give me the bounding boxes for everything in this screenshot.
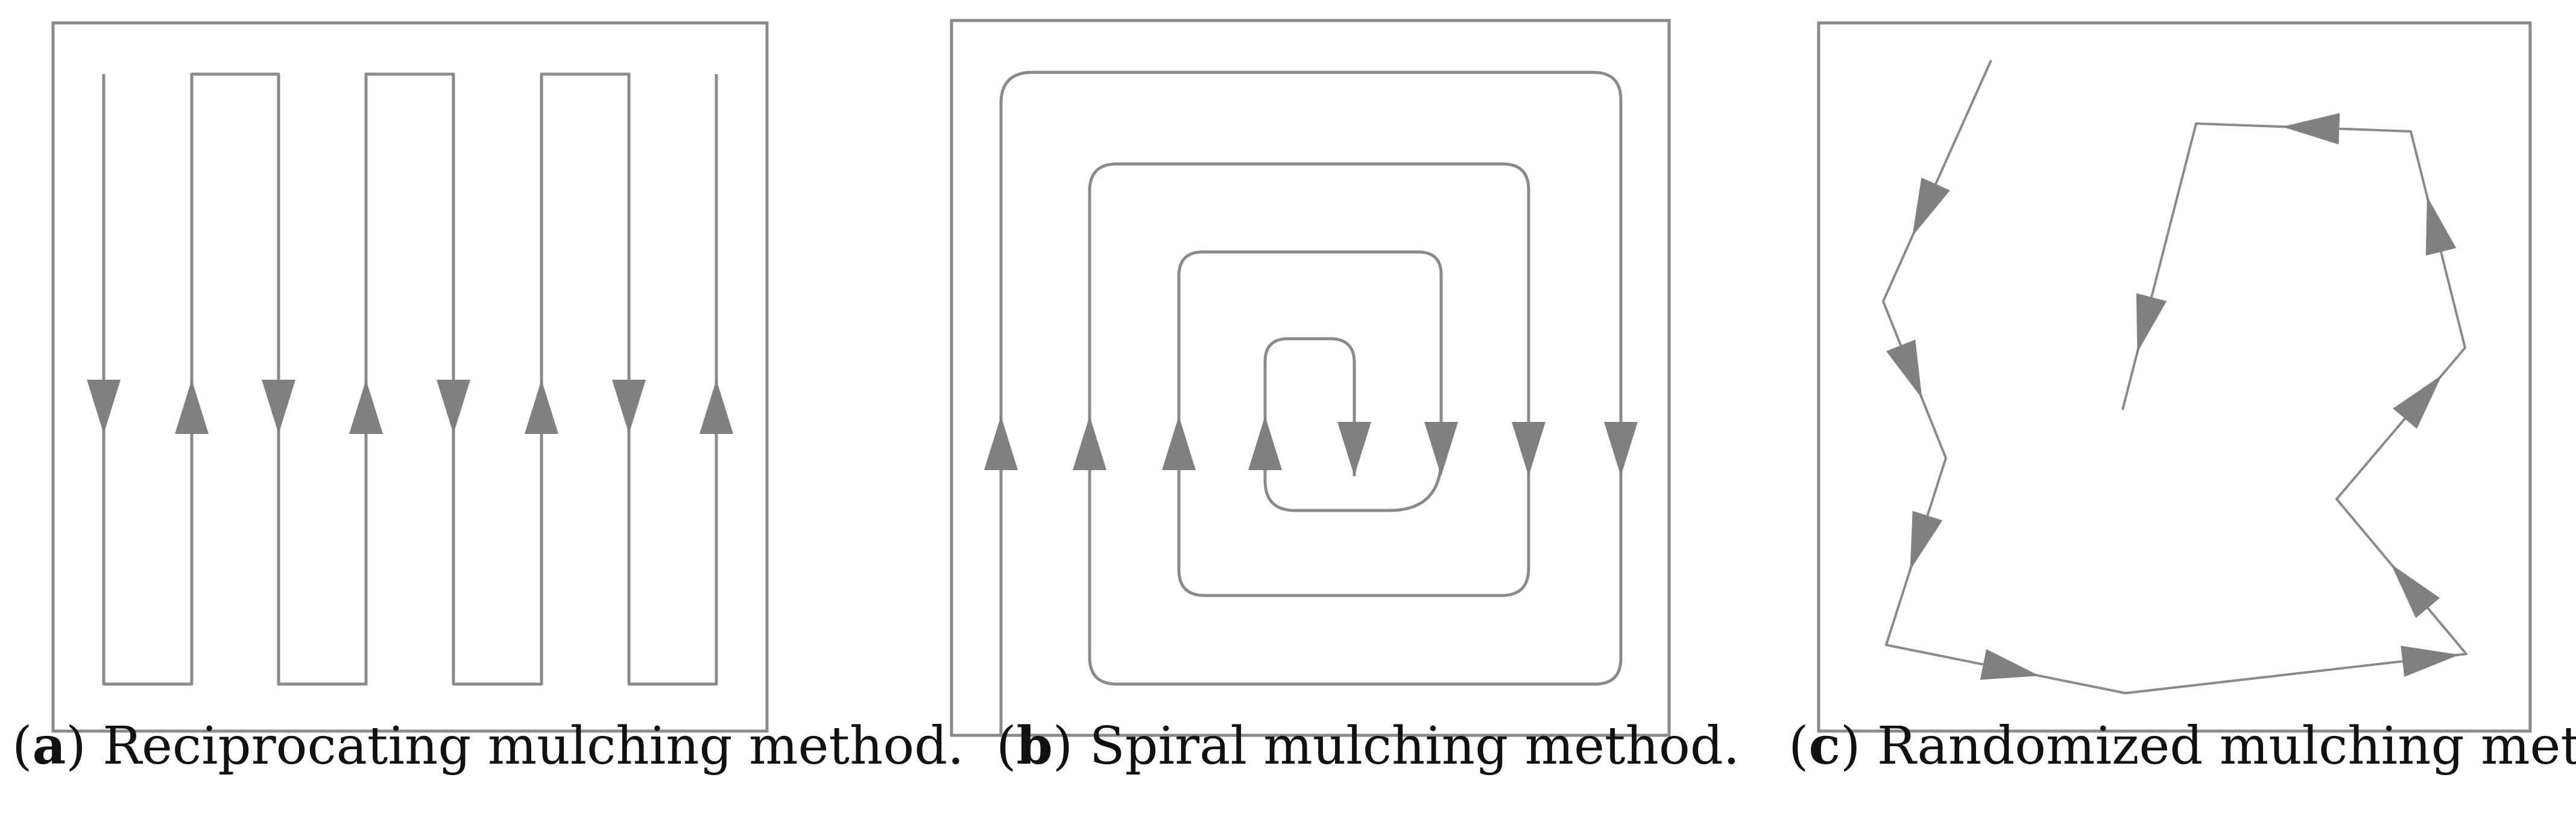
caption-text-b: Spiral mulching method. <box>1089 716 1740 776</box>
spiral-panel <box>950 19 1671 737</box>
arrow-head <box>1886 339 1922 399</box>
arrow-down <box>437 380 470 434</box>
arrow-up <box>1073 416 1106 470</box>
caption-letter-b: b <box>1016 715 1053 776</box>
arrow-head <box>1912 177 1950 236</box>
caption-text-a: Reciprocating mulching method. <box>103 716 964 776</box>
caption-letter-c: c <box>1808 715 1840 776</box>
arrow-head <box>2391 564 2440 618</box>
arrow-down <box>1337 422 1371 476</box>
caption-randomized: (c) Randomized mulching method. <box>1788 720 2576 773</box>
arrow-up <box>525 380 558 434</box>
arrow-up <box>175 380 209 434</box>
arrow-down <box>1424 422 1458 476</box>
arrow-down <box>262 380 295 434</box>
panel-b-border <box>950 19 1671 737</box>
randomized-path <box>1882 60 2467 694</box>
reciprocating-panel <box>51 21 769 733</box>
arrow-up <box>984 416 1018 470</box>
arrow-down <box>1604 422 1638 476</box>
arrow-head <box>2136 293 2167 353</box>
panel-a-border <box>51 21 769 733</box>
arrow-up <box>1162 416 1196 470</box>
arrow-down <box>1512 422 1545 476</box>
spiral-path <box>999 71 1623 735</box>
randomized-panel <box>1817 21 2532 733</box>
arrow-head <box>2425 196 2457 256</box>
arrow-head <box>1910 511 1943 570</box>
caption-spiral: (b) Spiral mulching method. <box>996 715 1740 776</box>
arrow-head <box>2282 113 2340 145</box>
caption-reciprocating: (a) Reciprocating mulching method. <box>12 715 964 776</box>
arrow-up <box>699 380 733 434</box>
caption-text-c: Randomized mulching method. <box>1877 716 2576 776</box>
arrow-head <box>2393 375 2442 429</box>
arrow-head <box>1980 649 2040 680</box>
arrow-up <box>349 380 383 434</box>
caption-letter-a: a <box>32 715 66 776</box>
arrow-down <box>612 380 646 434</box>
arrow-head <box>2401 646 2460 677</box>
panel-c-border <box>1817 21 2532 733</box>
arrow-up <box>1248 416 1282 470</box>
arrow-down <box>87 380 121 434</box>
reciprocating-path <box>102 72 718 686</box>
